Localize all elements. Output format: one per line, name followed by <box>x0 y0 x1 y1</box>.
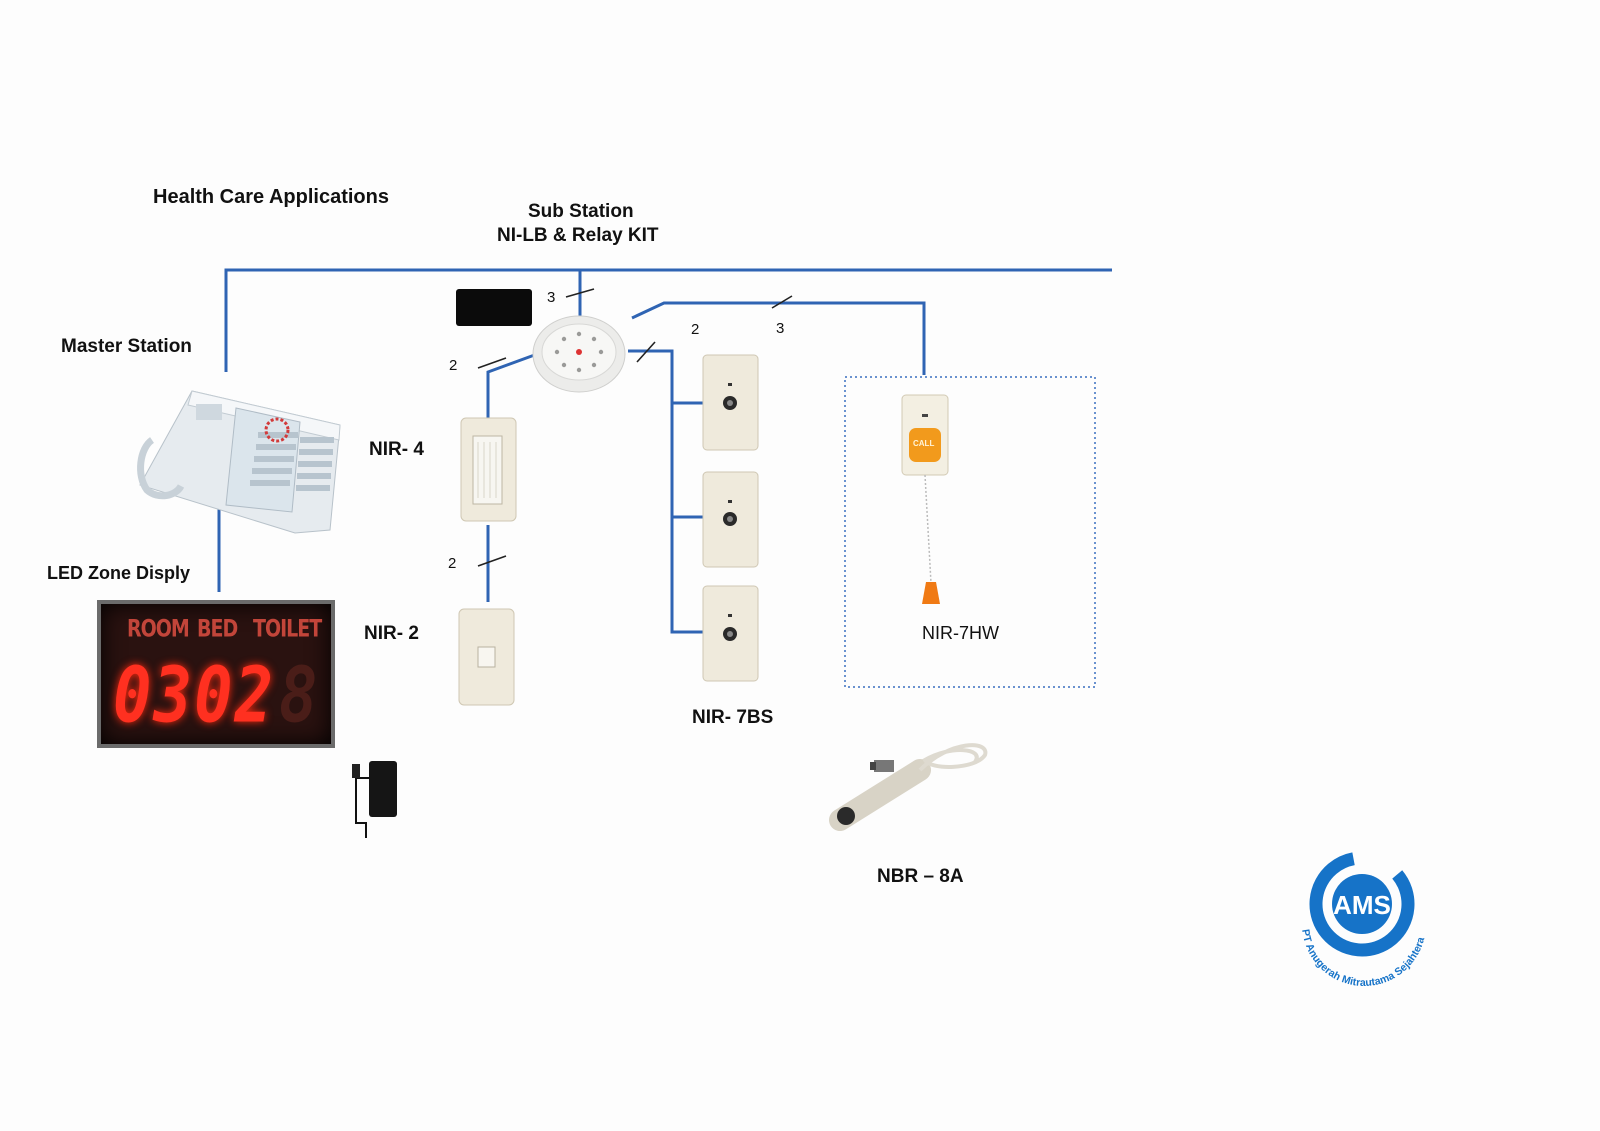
led-header-room: ROOM <box>127 615 190 643</box>
main-bus-line <box>224 268 1112 372</box>
led-zone-display-label: LED Zone Disply <box>47 563 191 583</box>
tick-sub-top <box>565 288 595 298</box>
wire-count-sub-top: 3 <box>547 289 556 306</box>
wire-count-to-nir7hw: 3 <box>776 320 785 337</box>
tick-to-nir7hw <box>771 295 793 309</box>
wire-count-to-nir7bs: 2 <box>691 321 700 338</box>
logo-mark: AMS <box>1333 890 1391 920</box>
nir7bs-device-icon <box>702 585 759 682</box>
nir4-device-icon <box>460 417 517 522</box>
led-digits: 0302 <box>113 652 276 741</box>
substation-to-nir4-line <box>486 351 541 418</box>
nir2-device-icon <box>458 608 515 706</box>
relay-box <box>456 289 532 326</box>
nir4-label: NIR- 4 <box>369 439 424 460</box>
tick-nir4-nir2 <box>477 555 507 567</box>
wire-count-nir4-nir2: 2 <box>448 555 457 572</box>
nir7bs-device-icon <box>702 471 759 568</box>
led-ghost-digit: 8 <box>279 652 318 741</box>
led-header-toilet: TOILET <box>253 615 322 643</box>
call-button-text: CALL <box>913 439 935 448</box>
led-header-bed: BED <box>197 615 238 643</box>
wire-count-to-nir4: 2 <box>449 357 458 374</box>
power-adapter-icon <box>352 761 397 838</box>
substation-lamp-icon <box>532 315 626 393</box>
nir7hw-label: NIR-7HW <box>922 623 999 643</box>
master-station-label: Master Station <box>61 336 192 357</box>
nir2-label: NIR- 2 <box>364 623 419 644</box>
diagram-title: Health Care Applications <box>153 186 389 208</box>
tick-to-nir7bs <box>636 341 656 363</box>
tick-to-nir4 <box>477 357 507 369</box>
sub-station-title: Sub Station <box>528 201 634 222</box>
nbr8a-device-icon <box>829 743 988 831</box>
room-boundary <box>844 376 1096 688</box>
nir7bs-device-icon <box>702 354 759 451</box>
nir7bs-label: NIR- 7BS <box>692 707 774 728</box>
nbr8a-label: NBR – 8A <box>877 866 964 887</box>
sub-station-model: NI-LB & Relay KIT <box>497 225 659 246</box>
led-zone-display: ROOM BED TOILET 0302 8 <box>97 600 335 748</box>
substation-to-nir7hw-line <box>631 301 926 375</box>
master-station-phone-icon <box>137 390 341 534</box>
company-logo: AMS PT Anugerah Mitrautama Sejahtera <box>1299 851 1427 989</box>
logo-company-name: PT Anugerah Mitrautama Sejahtera <box>1299 928 1427 989</box>
nir7hw-device-icon <box>901 394 949 604</box>
substation-to-nir7bs-line <box>628 349 706 634</box>
